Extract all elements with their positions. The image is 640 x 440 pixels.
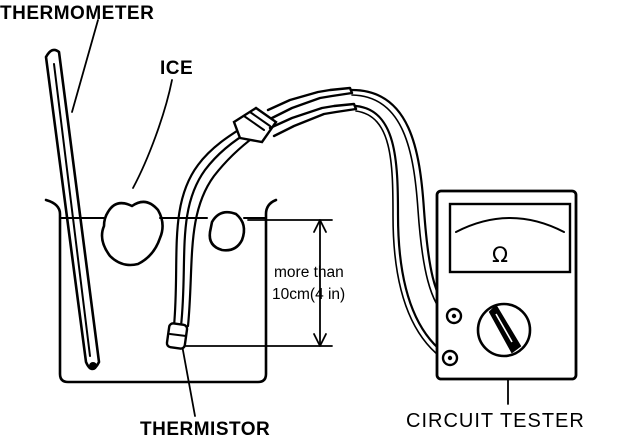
- thermistor-wire-3: [186, 132, 260, 328]
- test-lead-upper-inner: [351, 94, 449, 319]
- ice-cube-large: [100, 200, 164, 267]
- wire-connector: [232, 106, 278, 144]
- ice-leader: [132, 79, 173, 189]
- thermistor-label: THERMISTOR: [140, 419, 270, 440]
- thermometer-bulb: [89, 362, 97, 370]
- test-lead-lower-inner: [355, 110, 447, 362]
- thermistor-wire-2: [179, 128, 254, 328]
- depth-label-line1: more than: [274, 264, 344, 281]
- leader-lines: [71, 19, 509, 417]
- beaker-outline: [44, 198, 278, 384]
- depth-dimension-line: [185, 219, 333, 347]
- tester-meter-window: [448, 202, 572, 274]
- ohm-symbol: Ω: [492, 243, 508, 267]
- thermometer-label: THERMOMETER: [0, 3, 154, 24]
- tester-leads: [266, 86, 454, 362]
- depth-arrowheads: [313, 219, 327, 347]
- depth-label-line2: 10cm(4 in): [272, 286, 345, 303]
- thermistor-sensor-band: [169, 333, 187, 337]
- tester-dial-pointer-highlight: [495, 313, 513, 343]
- thermometer-tube: [44, 48, 101, 371]
- thermistor-probe: [165, 122, 260, 350]
- ice-cube-small: [208, 210, 246, 252]
- tester-jack-upper-center: [451, 313, 457, 319]
- test-lead-lower: [354, 104, 450, 358]
- circuit-tester-label: CIRCUIT TESTER: [406, 410, 585, 432]
- test-probe-lower: [268, 102, 358, 138]
- ice-cubes: [100, 200, 246, 267]
- ice-label: ICE: [160, 58, 193, 79]
- thermistor-leader: [181, 344, 196, 417]
- tester-meter-scale: [455, 217, 565, 233]
- test-probe-upper: [266, 86, 354, 120]
- connector-detail: [243, 111, 271, 131]
- circuit-tester: Ω: [435, 189, 578, 381]
- thermometer-leader: [71, 19, 99, 113]
- thermistor-sensor: [165, 322, 189, 350]
- thermometer: [44, 48, 101, 371]
- thermometer-column: [53, 63, 91, 357]
- tester-jack-lower-center: [447, 355, 453, 361]
- thermistor-wire-1: [172, 122, 250, 328]
